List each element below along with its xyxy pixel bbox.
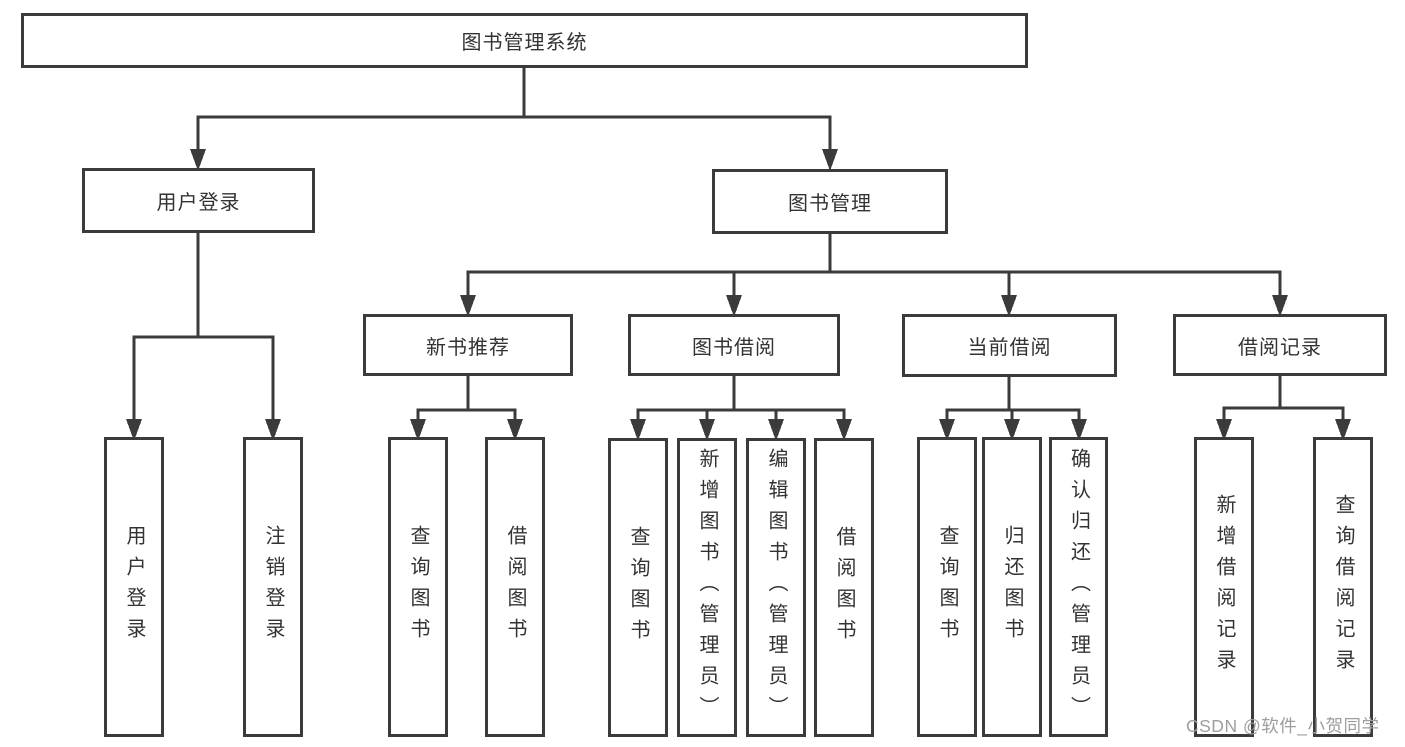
connector-book-borrow-split — [630, 375, 852, 441]
leaf-label: 查询借阅记录 — [1332, 494, 1354, 680]
arrow-down-icon — [768, 419, 784, 441]
node-book-mgmt: 图书管理 — [712, 169, 948, 234]
leaf-label: 查询图书 — [407, 525, 429, 649]
node-user-login: 用户登录 — [82, 168, 315, 233]
leaf-label: 借阅图书 — [504, 525, 526, 649]
leaf-label: 查询图书 — [627, 525, 649, 650]
leaf-add-book-admin: 新增图书（管理员） — [677, 438, 737, 737]
csdn-watermark: CSDN @软件_小贺同学 — [1186, 716, 1380, 736]
node-book-borrow: 图书借阅 — [628, 314, 840, 376]
node-root: 图书管理系统 — [21, 13, 1028, 68]
leaf-newbook-borrow-books: 借阅图书 — [485, 437, 545, 737]
connector-new-book-split — [410, 375, 523, 441]
arrow-down-icon — [126, 419, 142, 441]
leaf-current-query-books: 查询图书 — [917, 437, 977, 737]
leaf-label: 注销登录 — [262, 525, 284, 649]
leaf-edit-book-admin: 编辑图书（管理员） — [746, 438, 806, 737]
arrow-down-icon — [265, 419, 281, 441]
arrow-down-icon — [630, 419, 646, 441]
leaf-return-book: 归还图书 — [982, 437, 1042, 737]
connector-borrow-records-split — [1216, 375, 1351, 441]
leaf-user-login: 用户登录 — [104, 437, 164, 737]
leaf-query-borrow-record: 查询借阅记录 — [1313, 437, 1373, 737]
leaf-borrow-borrow-books: 借阅图书 — [814, 438, 874, 737]
leaf-label: 确认归还（管理员） — [1067, 447, 1090, 727]
node-borrow-records: 借阅记录 — [1173, 314, 1387, 376]
arrow-down-icon — [410, 419, 426, 441]
leaf-label: 归还图书 — [1001, 525, 1023, 649]
connector-root-split — [190, 68, 838, 171]
arrow-down-icon — [1001, 295, 1017, 317]
leaf-borrow-query-books: 查询图书 — [608, 438, 668, 737]
leaf-label: 新增借阅记录 — [1213, 494, 1235, 680]
arrow-down-icon — [507, 419, 523, 441]
arrow-down-icon — [822, 149, 838, 171]
arrow-down-icon — [460, 295, 476, 317]
arrow-down-icon — [836, 419, 852, 441]
node-new-book-rec: 新书推荐 — [363, 314, 573, 376]
arrow-down-icon — [1335, 419, 1351, 441]
arrow-down-icon — [190, 149, 206, 171]
leaf-label: 编辑图书（管理员） — [765, 448, 787, 727]
arrow-down-icon — [1272, 295, 1288, 317]
leaf-confirm-return-admin: 确认归还（管理员） — [1049, 437, 1108, 737]
leaf-label: 用户登录 — [123, 525, 145, 649]
arrow-down-icon — [726, 295, 742, 317]
leaf-newbook-query-books: 查询图书 — [388, 437, 448, 737]
leaf-label: 新增图书（管理员） — [696, 448, 718, 727]
arrow-down-icon — [1216, 419, 1232, 441]
connector-user-login-split — [126, 233, 281, 441]
arrow-down-icon — [939, 419, 955, 441]
leaf-add-borrow-record: 新增借阅记录 — [1194, 437, 1254, 737]
connector-current-borrow-split — [939, 376, 1087, 441]
connector-book-mgmt-split — [460, 234, 1288, 317]
leaf-logout-login: 注销登录 — [243, 437, 303, 737]
leaf-label: 借阅图书 — [833, 525, 855, 650]
arrow-down-icon — [699, 419, 715, 441]
arrow-down-icon — [1071, 419, 1087, 441]
arrow-down-icon — [1004, 419, 1020, 441]
node-current-borrow: 当前借阅 — [902, 314, 1117, 377]
leaf-label: 查询图书 — [936, 525, 958, 649]
